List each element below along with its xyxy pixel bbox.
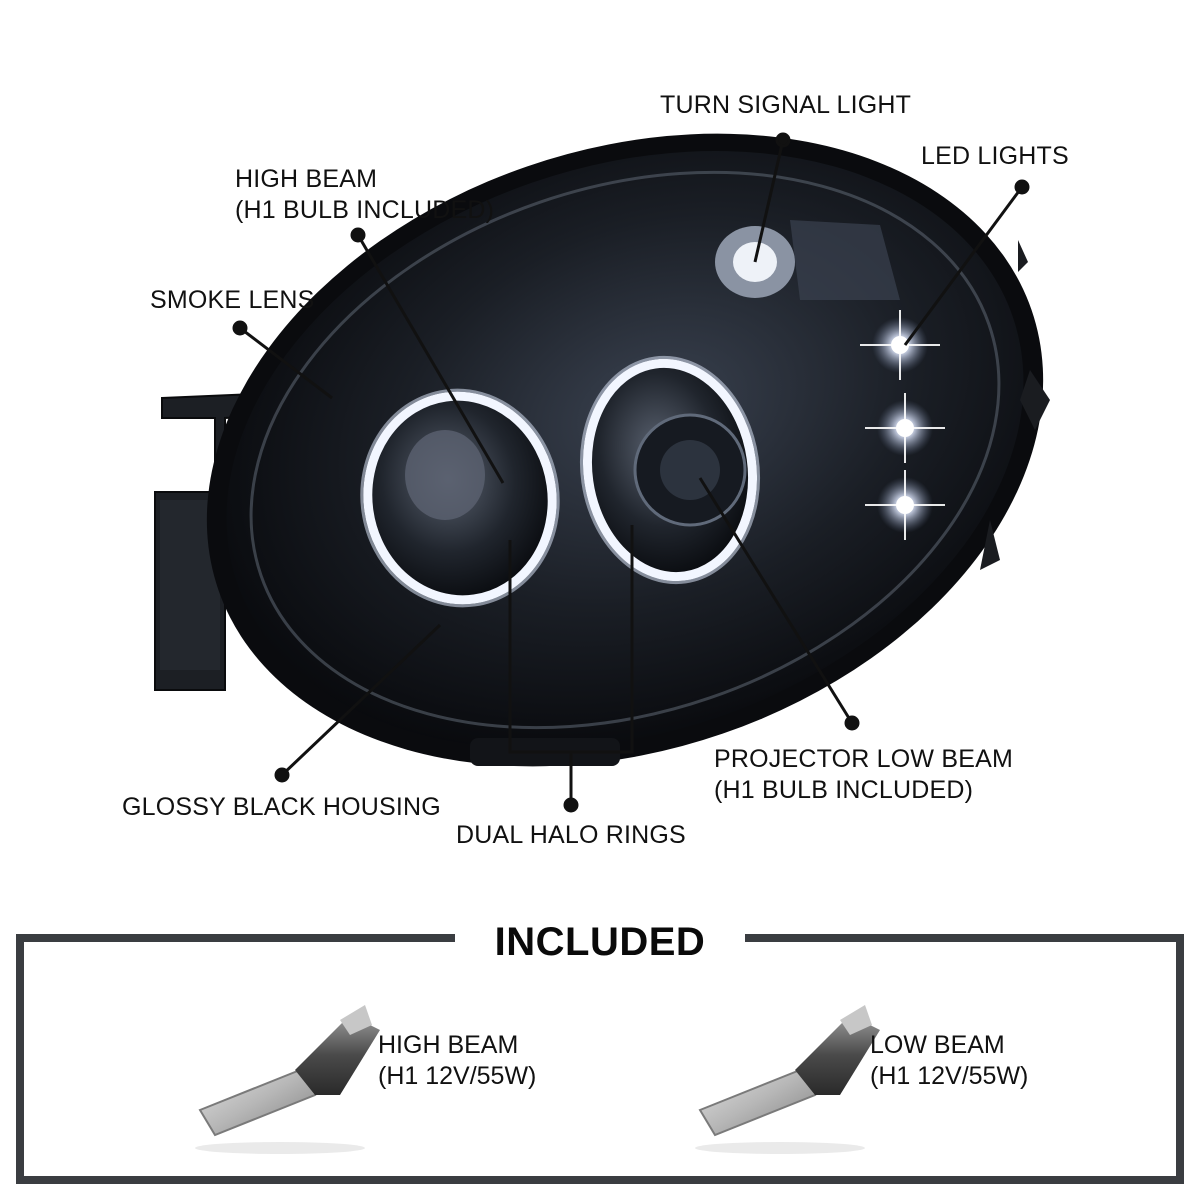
projector-low-beam-label: PROJECTOR LOW BEAM (H1 BULB INCLUDED) <box>714 745 1014 804</box>
high-beam-reflector <box>360 388 560 608</box>
dual-halo-rings-label: DUAL HALO RINGS <box>456 821 686 849</box>
low-beam-bulb-label: LOW BEAM (H1 12V/55W) <box>870 1031 1029 1090</box>
turn-signal-bulb <box>715 220 900 300</box>
included-title: INCLUDED <box>494 920 706 964</box>
callout-leaders <box>232 132 1030 813</box>
h1-bulb-icon <box>695 1005 880 1154</box>
included-frame <box>16 934 1184 1184</box>
projector-low-beam <box>579 355 761 585</box>
glossy-black-housing-label: GLOSSY BLACK HOUSING <box>122 793 441 821</box>
h1-bulb-icon <box>195 1005 380 1154</box>
smoke-lens-label: SMOKE LENS <box>150 286 315 314</box>
led-lights-label: LED LIGHTS <box>921 142 1069 170</box>
turn-signal-label: TURN SIGNAL LIGHT <box>660 91 912 119</box>
high-beam-label: HIGH BEAM (H1 BULB INCLUDED) <box>235 165 495 224</box>
high-beam-bulb-label: HIGH BEAM (H1 12V/55W) <box>378 1031 537 1090</box>
